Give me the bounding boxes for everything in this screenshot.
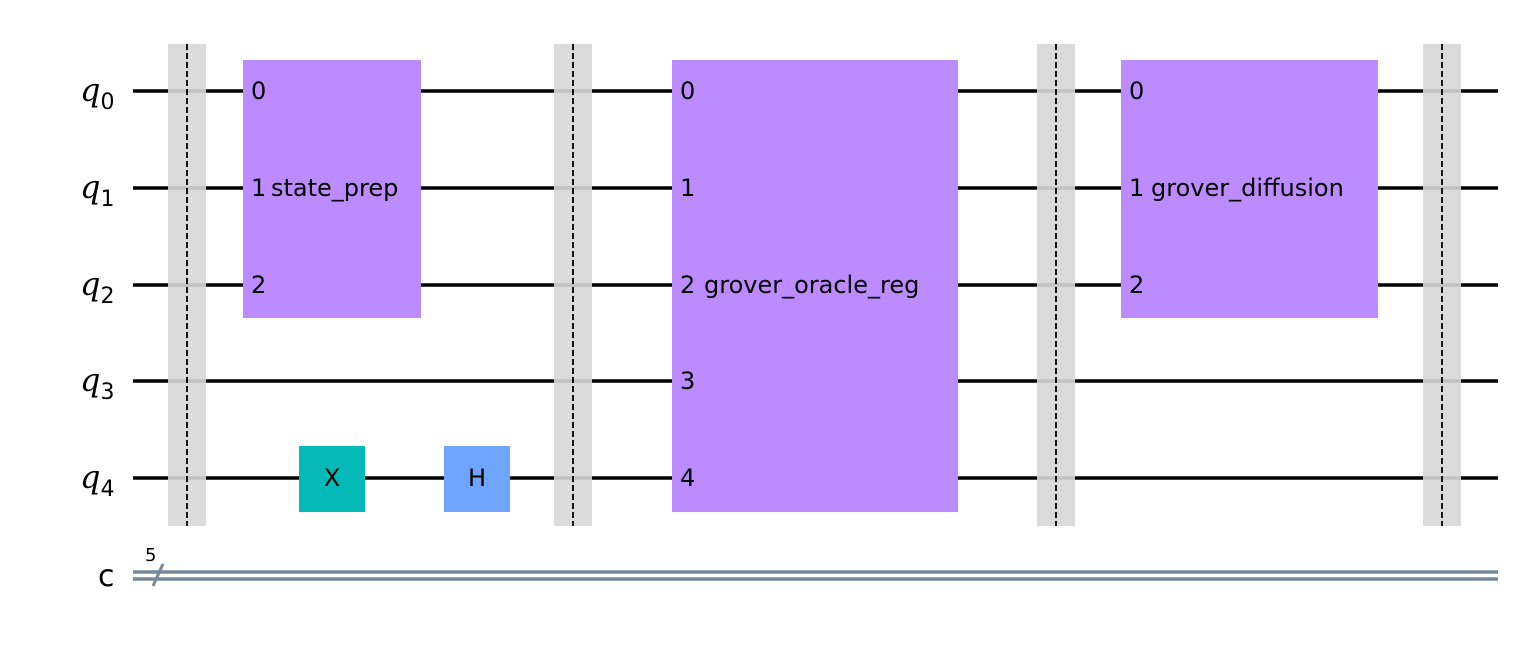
gate-port-label: 1	[251, 174, 266, 202]
gate-port-label: 0	[1129, 77, 1144, 105]
gate-h-label: H	[468, 464, 486, 492]
gate-grover-oracle-reg-box	[672, 60, 958, 512]
classical-wire: 5	[133, 545, 1498, 587]
gate-grover-diffusion[interactable]: 0 1 2 grover_diffusion	[1121, 60, 1378, 318]
gate-port-label: 2	[251, 271, 266, 299]
gate-port-label: 3	[680, 367, 695, 395]
gate-x-label: X	[324, 464, 340, 492]
classical-bit-count: 5	[145, 545, 156, 566]
gate-port-label: 1	[680, 174, 695, 202]
qubit-label-q3: q3	[80, 361, 114, 405]
gate-state-prep[interactable]: 0 1 2 state_prep	[243, 60, 421, 318]
gate-port-label: 2	[1129, 271, 1144, 299]
gate-grover-diffusion-box	[1121, 60, 1378, 318]
gate-grover-oracle-reg-name: grover_oracle_reg	[704, 271, 919, 299]
gate-port-label: 0	[251, 77, 266, 105]
qubit-label-q0: q0	[80, 71, 114, 115]
gate-h-box	[444, 446, 510, 512]
qubit-label-q2: q2	[80, 265, 114, 309]
qubit-label-q4: q4	[80, 458, 114, 502]
barrier-2	[554, 44, 592, 526]
barrier-1	[168, 44, 206, 526]
gate-port-label: 4	[680, 464, 695, 492]
gate-state-prep-name: state_prep	[271, 174, 398, 202]
gate-port-label: 0	[680, 77, 695, 105]
gate-x-box	[299, 446, 365, 512]
barrier-4	[1423, 44, 1461, 526]
gate-port-label: 1	[1129, 174, 1144, 202]
gate-grover-diffusion-name: grover_diffusion	[1151, 174, 1344, 202]
qubit-labels: q0 q1 q2 q3 q4 c	[80, 71, 115, 594]
barrier-3	[1037, 44, 1075, 526]
gate-x[interactable]: X	[299, 446, 365, 512]
classical-label-c: c	[98, 559, 115, 594]
qubit-label-q1: q1	[80, 168, 114, 212]
gate-h[interactable]: H	[444, 446, 510, 512]
gate-grover-oracle-reg[interactable]: 0 1 2 3 4 grover_oracle_reg	[672, 60, 958, 512]
classical-bus-slash	[151, 563, 165, 587]
gate-port-label: 2	[680, 271, 695, 299]
gate-state-prep-box	[243, 60, 421, 318]
